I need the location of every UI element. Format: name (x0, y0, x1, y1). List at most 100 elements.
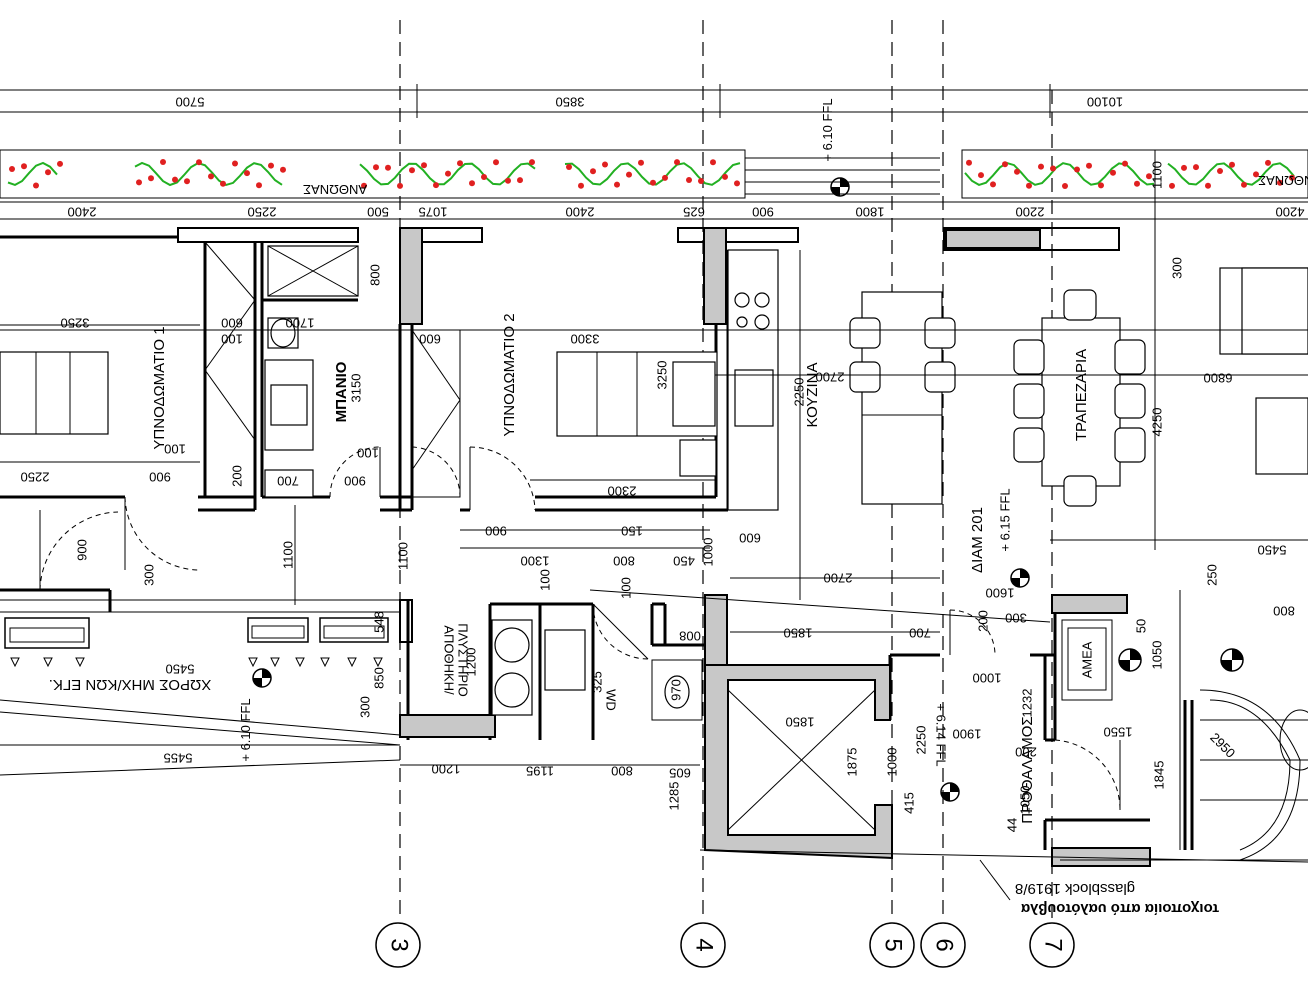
mechanical-units (4, 617, 389, 649)
dimension-label: 1100 (395, 542, 410, 570)
plant-flower (626, 171, 632, 178)
plant-flower (1181, 164, 1187, 171)
dim-1075: 1075 (419, 205, 448, 220)
dim-2400b: 2400 (566, 205, 595, 220)
level-anteroom-text: + 6.14 FFL (934, 703, 949, 766)
plant-flower (1014, 168, 1020, 175)
dimension-label: 1232 (1019, 689, 1034, 718)
planter-plants (7, 159, 1295, 189)
dimension-label: 5450 (166, 662, 195, 677)
plant-flower (966, 159, 972, 166)
dimension-label: 1100 (280, 541, 295, 569)
dimension-label: 1600 (986, 586, 1015, 601)
plant-flower (1229, 161, 1235, 168)
level-apartment-text: + 6.15 FFL (997, 488, 1012, 551)
dimension-label: 008 (679, 629, 701, 644)
dimension-label: 450 (673, 554, 695, 569)
dimension-label: 415 (901, 792, 916, 814)
plant-flower (21, 163, 27, 170)
dimension-label: 6800 (1204, 371, 1233, 386)
dimension-label: 300 (357, 696, 372, 718)
interior-dimension-lines (0, 150, 1308, 850)
plant-flower (184, 178, 190, 185)
plant-flower (686, 177, 692, 183)
plant-flower (172, 176, 178, 183)
dimension-label: 1850 (784, 626, 813, 641)
plant-flower (1038, 163, 1044, 170)
dimension-label: 5450 (1258, 543, 1287, 558)
plant-flower (662, 174, 668, 181)
dimension-label: 1000 (973, 671, 1002, 686)
dim-3850: 3850 (556, 95, 585, 110)
plant-flower (136, 179, 142, 186)
dimension-label: 3300 (571, 332, 600, 347)
plant-flower (1134, 180, 1140, 187)
dimension-label: 100 (164, 442, 186, 457)
airflow-arrow-icon (75, 657, 85, 668)
plant-flower (1122, 160, 1128, 167)
grid-label-4: 4 (691, 938, 718, 951)
plant-flower (361, 182, 367, 189)
wd-label: WD (604, 689, 619, 711)
airflow-arrow-icon (248, 657, 258, 668)
storage-shelves (204, 241, 461, 498)
dimension-label: 44 (1004, 818, 1019, 832)
plant-flower (1289, 174, 1295, 181)
plant-flower (160, 159, 166, 165)
grid-label-5: 5 (880, 938, 907, 951)
dimension-label: 1000 (884, 748, 899, 777)
grid-bubbles: 3 4 5 6 7 (375, 922, 1075, 968)
plant-flower (590, 168, 596, 175)
plant-flower (373, 164, 379, 171)
plant-flower (33, 182, 39, 189)
plant-flower (1217, 168, 1223, 174)
dimension-label: 700 (277, 474, 299, 489)
room-label-bathroom: ΜΠΑΝΙΟ (333, 361, 350, 422)
top-dimension-lines (0, 84, 1308, 220)
dimension-label: 200 (975, 610, 990, 632)
plant-flower (990, 181, 996, 188)
plant-vine (7, 161, 58, 186)
dimension-label: 2300 (608, 484, 637, 499)
dimension-label: 4250 (1149, 408, 1164, 437)
columns-lower (399, 594, 1151, 867)
dining-table (1013, 289, 1146, 507)
dimension-label: 1050 (1149, 641, 1164, 670)
plant-flower (469, 180, 475, 187)
room-label-storage-2: ΠΛΥΣΤΗΡΙΟ (456, 623, 471, 697)
dimension-label: 548 (371, 611, 386, 633)
dim-1800: 1800 (856, 205, 885, 220)
dimension-label: 1845 (1151, 761, 1166, 790)
plant-flower (1146, 173, 1152, 180)
dimension-label: 1550 (1104, 725, 1133, 740)
flower-bed-label-2: ΑΝΘΩΝΑΣ (1258, 173, 1308, 188)
plant-flower (1098, 182, 1104, 189)
dim-900: 900 (752, 205, 774, 220)
dimension-label: 100 (357, 446, 379, 461)
plant-flower (244, 170, 250, 177)
level-marker-left: + 6.10 FFL (238, 668, 272, 762)
plant-flower (1074, 166, 1080, 173)
dimension-label: 3250 (654, 361, 669, 390)
dimension-label: 2950 (1207, 730, 1238, 761)
dim-2200: 2200 (1016, 205, 1045, 220)
mech-space-label: ΧΩΡΟΣ ΜΗΧ/ΚΩΝ ΕΓΚ. (49, 676, 212, 693)
room-label-anteroom: ΠΡΟΘΑΛΑΜΟΣ (1019, 716, 1036, 823)
plant-flower (1002, 161, 1008, 168)
plant-flower (409, 167, 415, 174)
airflow-arrow-icon (295, 657, 305, 668)
dimension-label: 1850 (786, 715, 815, 730)
plant-flower (722, 173, 728, 180)
plant-vine (134, 161, 283, 187)
dimension-label: 1195 (526, 764, 554, 779)
dimension-label: 2250 (21, 470, 50, 485)
dimension-label: 100 (537, 569, 552, 591)
dimension-label: 2250 (913, 726, 928, 755)
plant-flower (1265, 159, 1271, 166)
shaft (727, 689, 876, 831)
dim-4200: 4200 (1276, 205, 1305, 220)
level-top-text: + 6.10 FFL (820, 98, 835, 161)
plant-flower (433, 182, 439, 189)
laundry-fixtures (491, 619, 703, 721)
dimension-label: 100 (618, 577, 633, 599)
